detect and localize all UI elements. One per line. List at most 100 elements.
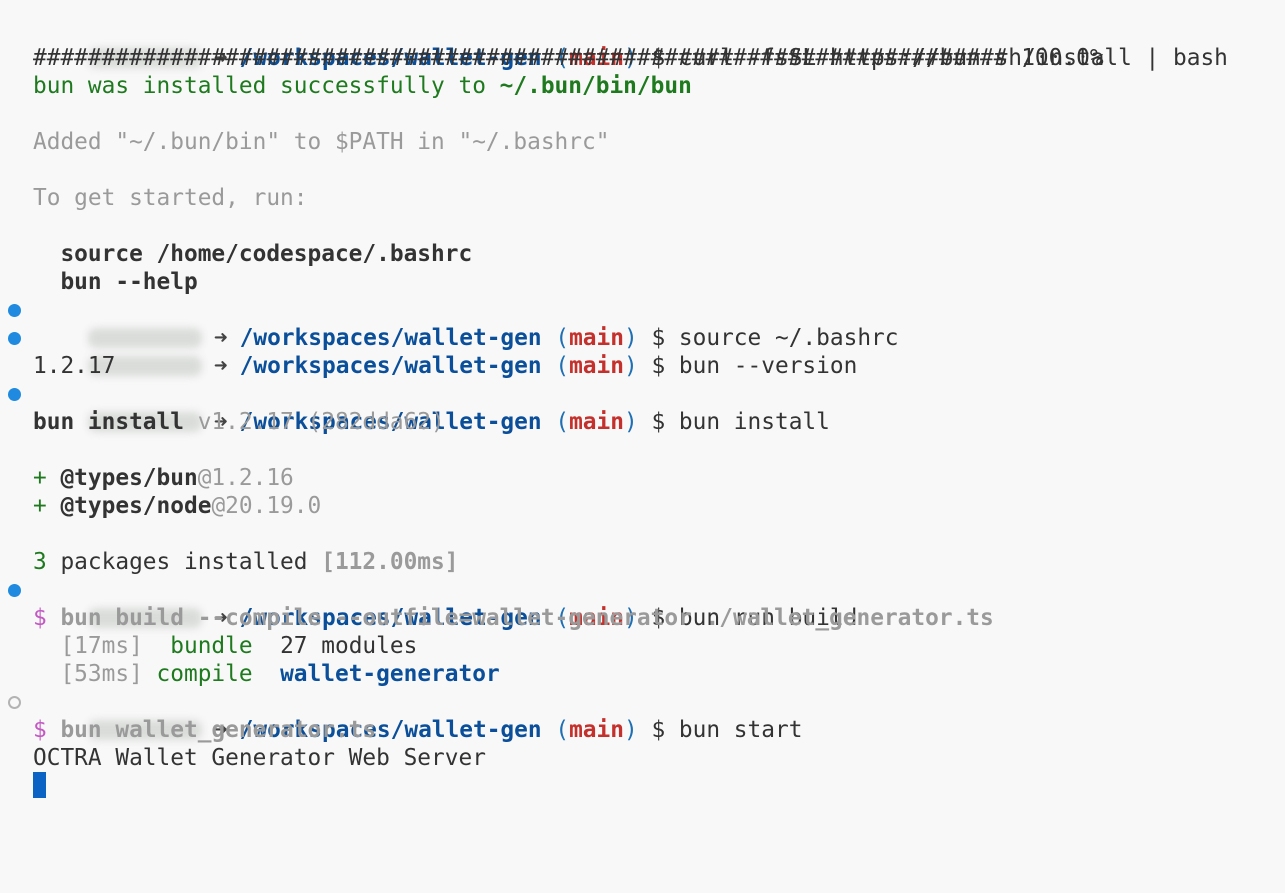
blank-line bbox=[0, 520, 1285, 548]
prompt-path: /workspaces/wallet-gen bbox=[239, 717, 542, 743]
prompt-paren-open: ( bbox=[555, 45, 570, 71]
path-added-text: Added "~/.bun/bin" to $PATH in "~/.bashr… bbox=[33, 129, 610, 155]
prompt-arrow-icon: ➜ bbox=[213, 353, 228, 379]
command-text: bun run build bbox=[678, 605, 858, 631]
prompt-path: /workspaces/wallet-gen bbox=[239, 325, 542, 351]
prompt-paren-open: ( bbox=[555, 605, 570, 631]
build-step-name: compile bbox=[142, 661, 253, 687]
packages-time: [112.00ms] bbox=[321, 549, 459, 575]
packages-count: 3 bbox=[33, 549, 47, 575]
command-text: curl -fsSL https://bun.sh/install | bash bbox=[678, 45, 1228, 71]
prompt-branch: main bbox=[569, 605, 624, 631]
prompt-line-build: ➜/workspaces/wallet-gen (main) $ bun run… bbox=[0, 576, 1285, 631]
package-plus: + bbox=[33, 493, 61, 519]
instruction-source-text: source /home/codespace/.bashrc bbox=[33, 241, 473, 267]
script-dollar: $ bbox=[33, 717, 61, 743]
prompt-line-curl: ➜ /workspaces/wallet-gen (main) $ curl -f… bbox=[0, 16, 1285, 71]
prompt-branch: main bbox=[569, 717, 624, 743]
build-step-time: [17ms] bbox=[33, 633, 143, 659]
prompt-paren-close: ) bbox=[623, 409, 638, 435]
install-success-text: bun was installed successfully to bbox=[33, 73, 500, 99]
prompt-path: /workspaces/wallet-gen bbox=[239, 409, 542, 435]
prompt-branch: main bbox=[569, 353, 624, 379]
install-success-line: bun was installed successfully to ~/.bun… bbox=[0, 72, 1285, 100]
blurred-username bbox=[87, 412, 202, 432]
prompt-branch: main bbox=[569, 409, 624, 435]
command-decoration-icon[interactable] bbox=[8, 696, 21, 709]
blank-line bbox=[0, 436, 1285, 464]
blank-line bbox=[0, 100, 1285, 128]
prompt-branch: main bbox=[569, 45, 624, 71]
command-decoration-icon[interactable] bbox=[8, 584, 21, 597]
script-dollar: $ bbox=[33, 605, 61, 631]
prompt-paren-close: ) bbox=[623, 717, 638, 743]
blank-line bbox=[0, 156, 1285, 184]
script-echo-text: bun wallet_generator.ts bbox=[60, 717, 377, 743]
prompt-paren-open: ( bbox=[555, 353, 570, 379]
blurred-username bbox=[87, 48, 202, 68]
prompt-arrow-icon: ➜ bbox=[213, 717, 228, 743]
version-output-text: 1.2.17 bbox=[33, 353, 116, 379]
command-decoration-icon[interactable] bbox=[8, 332, 21, 345]
prompt-paren-open: ( bbox=[555, 717, 570, 743]
prompt-arrow-icon: ➜ bbox=[213, 45, 228, 71]
package-version: @20.19.0 bbox=[211, 493, 322, 519]
package-line: + @types/bun@1.2.16 bbox=[0, 464, 1285, 492]
blank-line bbox=[0, 212, 1285, 240]
prompt-symbol: $ bbox=[651, 325, 666, 351]
prompt-arrow-icon: ➜ bbox=[213, 605, 228, 631]
build-step-line: [53ms] compile wallet-generator bbox=[0, 660, 1285, 688]
path-added-line: Added "~/.bun/bin" to $PATH in "~/.bashr… bbox=[0, 128, 1285, 156]
blurred-username bbox=[87, 720, 202, 740]
prompt-arrow-icon: ➜ bbox=[213, 325, 228, 351]
prompt-line-install: ➜ /workspaces/wallet-gen (main) $ bun ins… bbox=[0, 380, 1285, 435]
prompt-line-source: ➜/workspaces/wallet-gen (main) $ source … bbox=[0, 296, 1285, 351]
command-decoration-icon[interactable] bbox=[8, 388, 21, 401]
package-line: + @types/node@20.19.0 bbox=[0, 492, 1285, 520]
build-step-time: [53ms] bbox=[33, 661, 143, 687]
cursor-line[interactable] bbox=[0, 772, 1285, 800]
install-header-bold: bun install bbox=[33, 409, 184, 435]
install-header-version: v1.2.17 (282dda62) bbox=[183, 409, 445, 435]
build-step-detail: 27 modules bbox=[252, 633, 418, 659]
script-echo-line: $ bun wallet_generator.ts bbox=[0, 716, 1285, 744]
command-text: bun --version bbox=[678, 353, 858, 379]
package-plus: + bbox=[33, 465, 61, 491]
blurred-username bbox=[87, 328, 202, 348]
download-progress-line: ########################################… bbox=[0, 44, 1285, 72]
prompt-path: /workspaces/wallet-gen bbox=[239, 45, 542, 71]
prompt-symbol: $ bbox=[651, 605, 666, 631]
server-output-line: OCTRA Wallet Generator Web Server bbox=[0, 744, 1285, 772]
prompt-symbol: $ bbox=[651, 717, 666, 743]
prompt-symbol: $ bbox=[651, 45, 666, 71]
prompt-path: /workspaces/wallet-gen bbox=[239, 353, 542, 379]
command-text: bun install bbox=[678, 409, 830, 435]
install-header-line: bun install v1.2.17 (282dda62) bbox=[0, 408, 1285, 436]
prompt-paren-close: ) bbox=[623, 45, 638, 71]
package-name: @types/bun bbox=[60, 465, 198, 491]
script-echo-line: $ bun build --compile --outfile=wallet-g… bbox=[0, 604, 1285, 632]
prompt-paren-close: ) bbox=[623, 353, 638, 379]
packages-summary-text: packages installed bbox=[46, 549, 322, 575]
prompt-paren-open: ( bbox=[555, 325, 570, 351]
command-decoration-icon[interactable] bbox=[8, 304, 21, 317]
prompt-path: /workspaces/wallet-gen bbox=[239, 605, 542, 631]
prompt-symbol: $ bbox=[651, 353, 666, 379]
prompt-line-version: ➜ /workspaces/wallet-gen (main) $ bun --v… bbox=[0, 324, 1285, 379]
blurred-username bbox=[87, 356, 202, 376]
prompt-symbol: $ bbox=[651, 409, 666, 435]
prompt-paren-close: ) bbox=[623, 325, 638, 351]
command-text: source ~/.bashrc bbox=[678, 325, 899, 351]
version-output-line: 1.2.17 bbox=[0, 352, 1285, 380]
build-step-line: [17ms] bundle 27 modules bbox=[0, 632, 1285, 660]
build-step-detail: wallet-generator bbox=[252, 661, 500, 687]
blurred-username bbox=[87, 608, 202, 628]
prompt-line-start: ➜/workspaces/wallet-gen (main) $ bun sta… bbox=[0, 688, 1285, 743]
get-started-text: To get started, run: bbox=[33, 185, 308, 211]
prompt-arrow-icon: ➜ bbox=[213, 409, 228, 435]
progress-hashes: ########################################… bbox=[33, 45, 1008, 71]
instruction-source-line: source /home/codespace/.bashrc bbox=[0, 240, 1285, 268]
prompt-paren-open: ( bbox=[555, 409, 570, 435]
instruction-help-text: bun --help bbox=[33, 269, 198, 295]
